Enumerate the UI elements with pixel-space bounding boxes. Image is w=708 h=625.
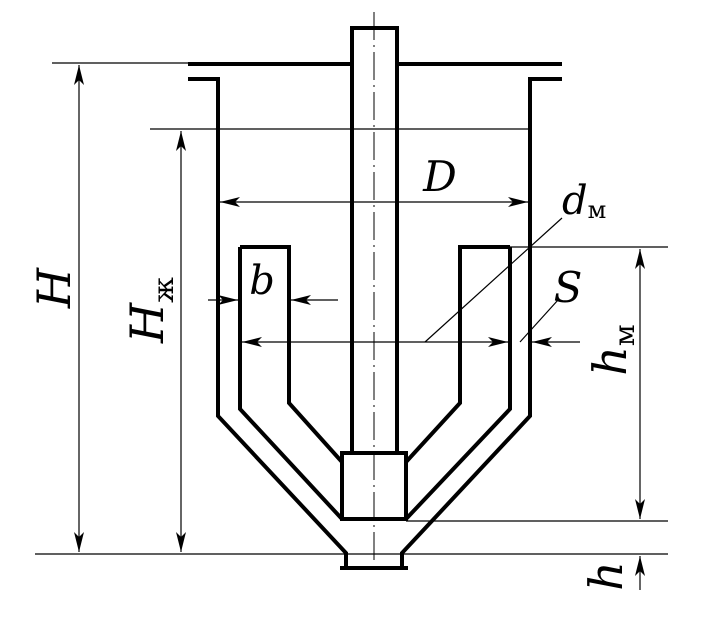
- label-D: D: [422, 152, 457, 201]
- vessel-wall-right: [400, 77, 562, 566]
- label-H-liquid: Hж: [120, 277, 180, 344]
- label-H: H: [27, 267, 81, 309]
- label-H-liquid-sub: ж: [147, 277, 180, 303]
- label-d-m: dм: [562, 178, 606, 224]
- label-h-m: hм: [583, 324, 641, 375]
- label-S: S: [554, 263, 583, 312]
- label-d-m-main: d: [562, 178, 588, 224]
- leader-d-m: [424, 217, 563, 343]
- label-h-m-main: h: [583, 346, 637, 376]
- label-H-liquid-main: H: [120, 302, 174, 344]
- mixer-arm-right-outer: [404, 247, 512, 521]
- mixer-arm-left-outer: [238, 247, 344, 521]
- leader-S: [519, 299, 559, 343]
- mixer-arm-left: [240, 245, 344, 464]
- label-d-m-sub: м: [588, 196, 607, 224]
- label-b: b: [249, 258, 275, 304]
- vessel-wall: [188, 77, 348, 566]
- label-h-m-sub: м: [608, 324, 641, 346]
- label-h: h: [579, 561, 633, 591]
